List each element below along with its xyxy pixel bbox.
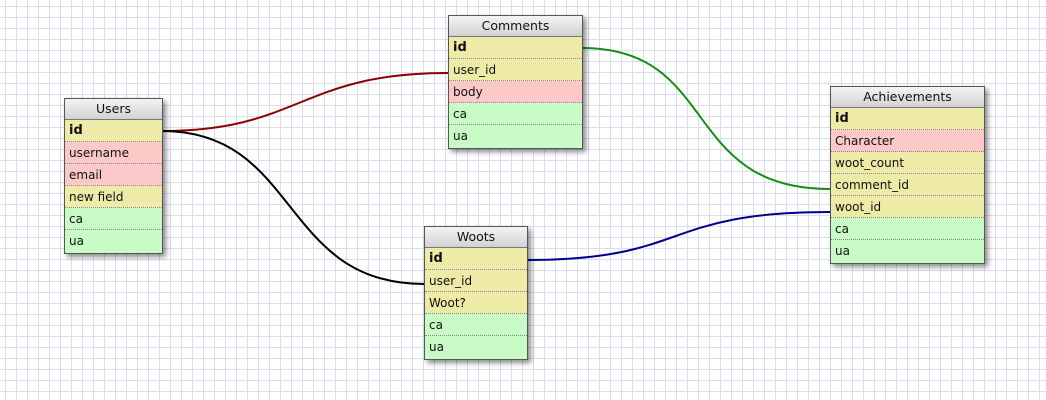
comments-field-ua[interactable]: ua	[449, 125, 582, 148]
users-field-new-field[interactable]: new field	[65, 186, 162, 208]
comments-table-title: Comments	[449, 16, 582, 37]
users-field-email[interactable]: email	[65, 164, 162, 186]
relation-woots-achievements	[526, 211, 831, 261]
achievements-field-id[interactable]: id	[831, 108, 984, 130]
users-field-id[interactable]: id	[65, 120, 162, 142]
relation-users-comments	[161, 72, 449, 132]
users-field-ua[interactable]: ua	[65, 230, 162, 253]
woots-table-title: Woots	[425, 227, 527, 248]
relation-users-woots	[161, 130, 425, 285]
achievements-field-ca[interactable]: ca	[831, 218, 984, 240]
comments-field-ca[interactable]: ca	[449, 103, 582, 125]
comments-field-id[interactable]: id	[449, 37, 582, 59]
comments-table[interactable]: Comments id user_id body ca ua	[448, 15, 583, 149]
woots-field-ca[interactable]: ca	[425, 314, 527, 336]
achievements-table-title: Achievements	[831, 87, 984, 108]
achievements-field-woot-id[interactable]: woot_id	[831, 196, 984, 218]
relation-comments-achievements	[581, 47, 831, 190]
comments-field-user-id[interactable]: user_id	[449, 59, 582, 81]
woots-field-woot[interactable]: Woot?	[425, 292, 527, 314]
achievements-table[interactable]: Achievements id Character woot_count com…	[830, 86, 985, 264]
users-field-username[interactable]: username	[65, 142, 162, 164]
woots-field-ua[interactable]: ua	[425, 336, 527, 359]
achievements-field-character[interactable]: Character	[831, 130, 984, 152]
achievements-field-woot-count[interactable]: woot_count	[831, 152, 984, 174]
woots-table[interactable]: Woots id user_id Woot? ca ua	[424, 226, 528, 360]
achievements-field-comment-id[interactable]: comment_id	[831, 174, 984, 196]
users-table[interactable]: Users id username email new field ca ua	[64, 98, 163, 254]
woots-field-user-id[interactable]: user_id	[425, 270, 527, 292]
users-field-ca[interactable]: ca	[65, 208, 162, 230]
users-table-title: Users	[65, 99, 162, 120]
comments-field-body[interactable]: body	[449, 81, 582, 103]
achievements-field-ua[interactable]: ua	[831, 240, 984, 263]
woots-field-id[interactable]: id	[425, 248, 527, 270]
